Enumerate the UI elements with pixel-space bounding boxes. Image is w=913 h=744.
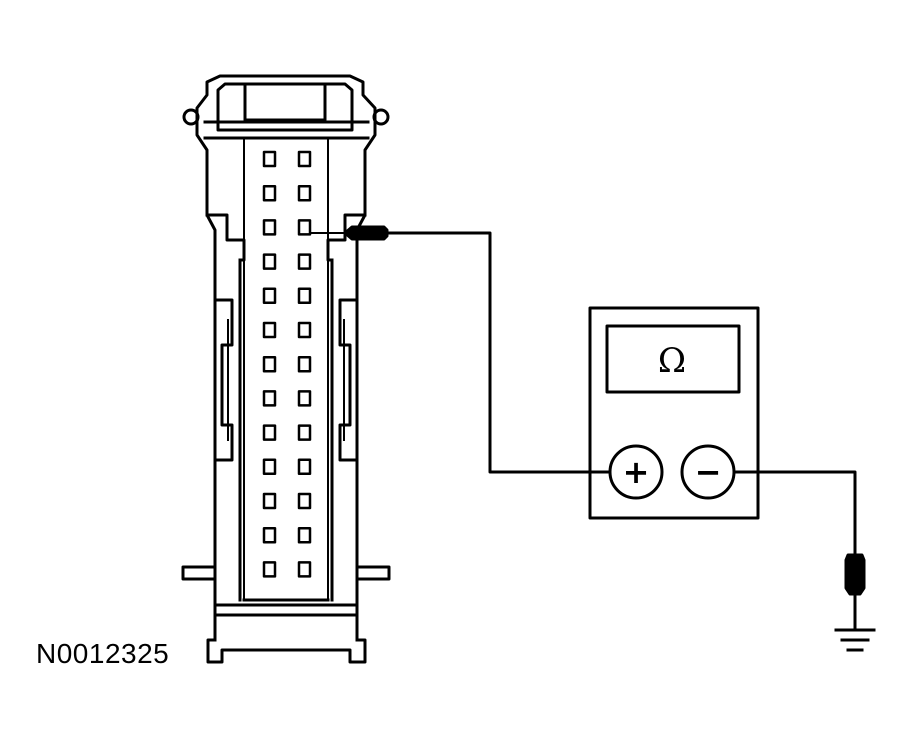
positive-terminal <box>608 444 664 500</box>
connector-pin <box>262 321 277 339</box>
figure-id-label: N0012325 <box>36 638 170 669</box>
connector-pin <box>262 561 277 578</box>
ground-icon <box>834 628 876 652</box>
connector-pin <box>262 492 277 510</box>
connector-pin <box>262 184 277 202</box>
right-flange <box>355 565 391 581</box>
connector-pin <box>297 561 312 578</box>
connector-pin <box>297 253 312 270</box>
connector-pin <box>297 492 312 510</box>
connector-pin <box>297 184 312 202</box>
connector-pin <box>262 526 277 544</box>
connector-latch-inner <box>243 82 327 122</box>
connector-pin <box>262 458 277 476</box>
connector-pin <box>297 424 312 441</box>
connector-pin <box>262 253 277 270</box>
connector-pin <box>262 287 277 305</box>
connector-pin <box>297 150 312 168</box>
connector-base <box>206 613 367 664</box>
left-flange <box>181 565 217 581</box>
connector-pin <box>262 355 277 373</box>
positive-lead <box>309 225 612 474</box>
connector-pin <box>262 390 277 407</box>
connector <box>181 74 391 664</box>
negative-terminal-label: − <box>695 453 722 491</box>
connector-pin <box>262 150 277 168</box>
ground-clip <box>844 553 866 596</box>
connector-pin <box>297 321 312 339</box>
connector-latch <box>216 82 354 132</box>
positive-terminal-label: + <box>623 453 650 491</box>
connector-pin <box>297 355 312 373</box>
connector-pin <box>297 287 312 305</box>
ohm-symbol: Ω <box>658 341 686 381</box>
connector-pin <box>297 458 312 476</box>
connector-pin <box>262 424 277 441</box>
connector-pin <box>297 219 312 236</box>
left-mount-hole <box>182 108 200 126</box>
meter-case <box>588 306 760 520</box>
meter-display <box>605 324 741 394</box>
right-mount-hole <box>372 108 390 126</box>
pin-grid <box>262 150 312 578</box>
connector-pin <box>262 219 277 236</box>
negative-lead <box>732 470 876 652</box>
connector-pin <box>297 526 312 544</box>
probe-tip <box>343 225 389 241</box>
connector-housing <box>195 74 377 642</box>
connector-pin <box>297 390 312 407</box>
multimeter: Ω + − <box>588 306 760 520</box>
